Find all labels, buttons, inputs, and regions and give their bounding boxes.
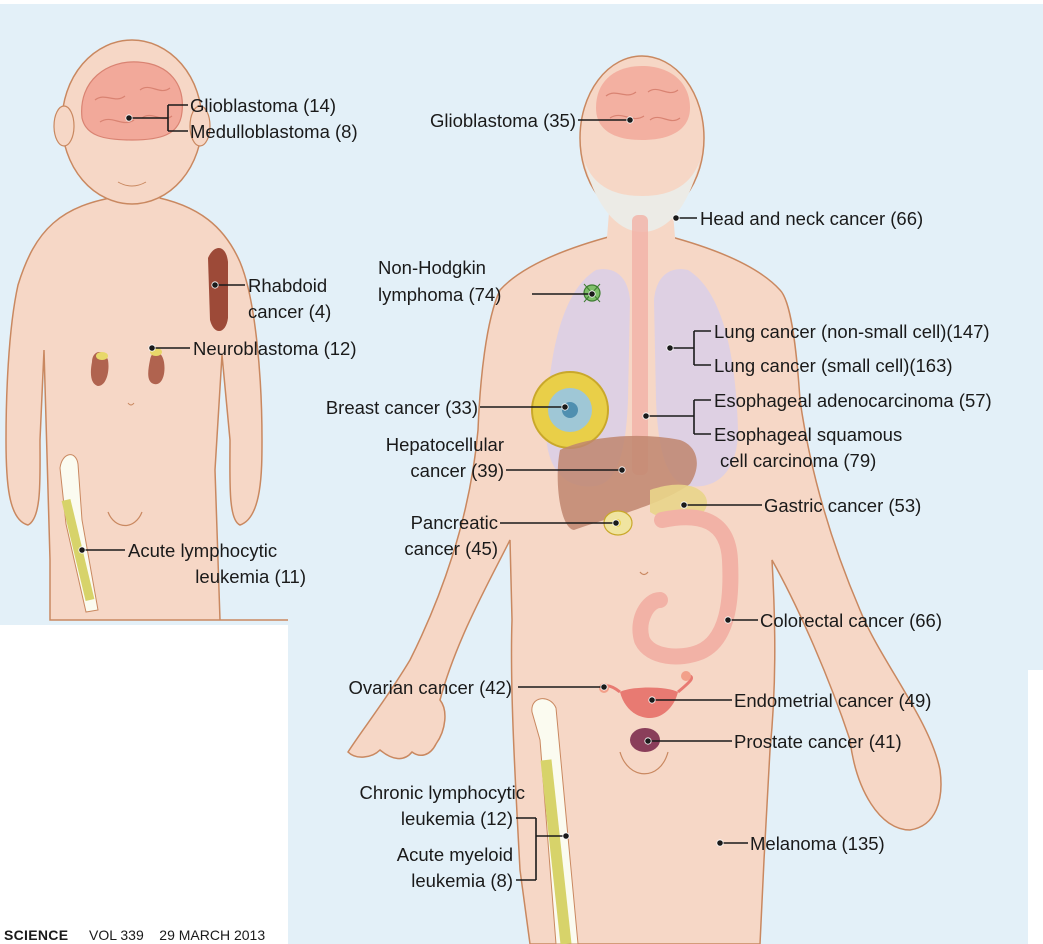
muscle-icon — [208, 248, 228, 331]
label-cll-line2: leukemia (12) — [401, 808, 513, 829]
label-child-glioblastoma: Glioblastoma (14) — [190, 95, 336, 116]
label-aml-line1: Acute myeloid — [397, 844, 513, 865]
label-child-medulloblastoma: Medulloblastoma (8) — [190, 121, 358, 142]
label-esophageal-squamous-line2: cell carcinoma (79) — [720, 450, 876, 471]
label-lung-nonsmall: Lung cancer (non-small cell)(147) — [714, 321, 990, 342]
child-left-ear — [54, 106, 74, 146]
label-head-neck-cancer: Head and neck cancer (66) — [700, 208, 923, 229]
label-hepatocellular-line1: Hepatocellular — [386, 434, 504, 455]
top-edge-margin — [0, 0, 1043, 4]
label-pancreatic-line2: cancer (45) — [404, 538, 498, 559]
label-aml-line2: leukemia (8) — [411, 870, 513, 891]
label-acute-lymphocytic-line2: leukemia (11) — [195, 566, 306, 587]
label-non-hodgkin-line2: lymphoma (74) — [378, 284, 501, 305]
label-rhabdoid-line1: Rhabdoid — [248, 275, 327, 296]
label-hepatocellular-line2: cancer (39) — [410, 460, 504, 481]
breast-tumor-icon — [532, 372, 608, 448]
label-pancreatic-line1: Pancreatic — [411, 512, 498, 533]
journal-footer: SCIENCE VOL 339 29 MARCH 2013 — [4, 927, 265, 943]
label-esophageal-adeno: Esophageal adenocarcinoma (57) — [714, 390, 992, 411]
label-neuroblastoma: Neuroblastoma (12) — [193, 338, 357, 359]
label-prostate-cancer: Prostate cancer (41) — [734, 731, 902, 752]
label-breast-cancer: Breast cancer (33) — [326, 397, 478, 418]
label-colorectal-cancer: Colorectal cancer (66) — [760, 610, 942, 631]
label-cll-line1: Chronic lymphocytic — [359, 782, 525, 803]
footer-journal-name: SCIENCE — [4, 927, 68, 943]
label-ovarian-cancer: Ovarian cancer (42) — [349, 677, 512, 698]
label-esophageal-squamous-line1: Esophageal squamous — [714, 424, 902, 445]
footer-citation: VOL 339 29 MARCH 2013 — [89, 927, 265, 943]
label-endometrial-cancer: Endometrial cancer (49) — [734, 690, 931, 711]
label-non-hodgkin-line1: Non-Hodgkin — [378, 257, 486, 278]
blank-inset-area — [0, 625, 288, 944]
label-rhabdoid-line2: cancer (4) — [248, 301, 331, 322]
right-edge-margin — [1028, 670, 1043, 944]
label-acute-lymphocytic-line1: Acute lymphocytic — [128, 540, 277, 561]
label-melanoma: Melanoma (135) — [750, 833, 885, 854]
brain-icon — [596, 66, 690, 140]
label-adult-glioblastoma: Glioblastoma (35) — [430, 110, 576, 131]
label-gastric-cancer: Gastric cancer (53) — [764, 495, 921, 516]
label-lung-small: Lung cancer (small cell)(163) — [714, 355, 953, 376]
